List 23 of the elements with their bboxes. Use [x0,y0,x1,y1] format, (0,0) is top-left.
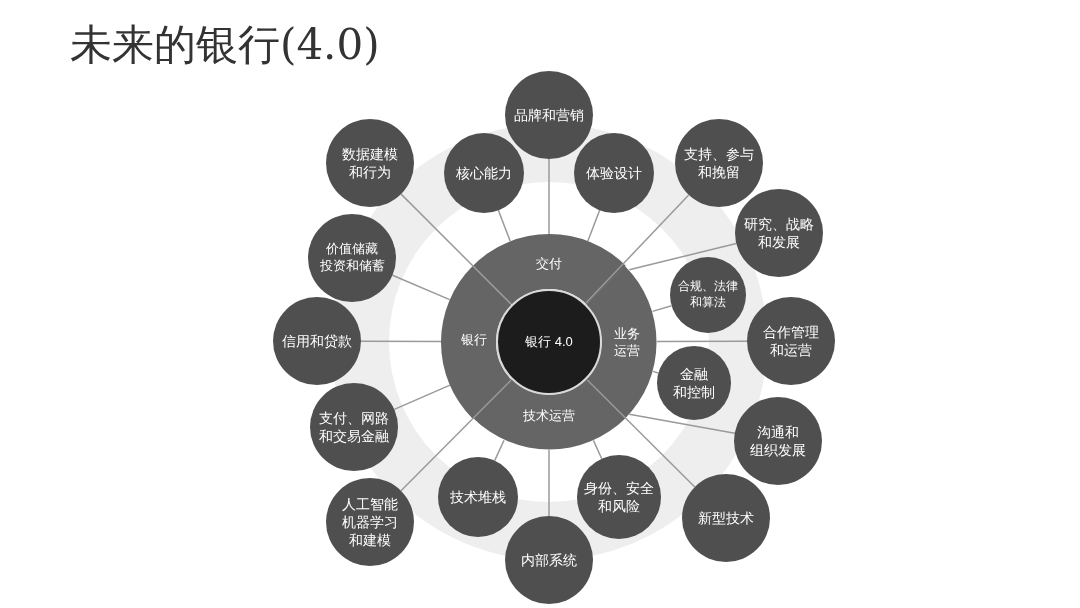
connector-line [628,413,736,434]
connector-line [587,209,601,242]
title: 未来的银行(4.0) [70,24,380,66]
connector-line [400,193,512,305]
connector-line [391,274,451,301]
connector-line [628,242,737,271]
connector-line [548,158,550,235]
segment-label: 业务运营 [614,326,640,360]
connector-line [493,439,505,462]
connector-line [586,379,696,488]
segment-label: 交付 [536,255,562,273]
connector-line [656,340,748,343]
connector-line [651,305,673,313]
segment-label: 技术运营 [523,407,575,425]
connector-line [400,379,512,492]
connector-line [652,370,660,374]
connector-line [497,209,511,242]
connector-line [548,449,550,517]
segment-label: 银行 [461,331,487,349]
connector-line [360,340,442,343]
connector-line [393,384,451,411]
connector-line [585,194,690,304]
connector-line [592,439,603,460]
